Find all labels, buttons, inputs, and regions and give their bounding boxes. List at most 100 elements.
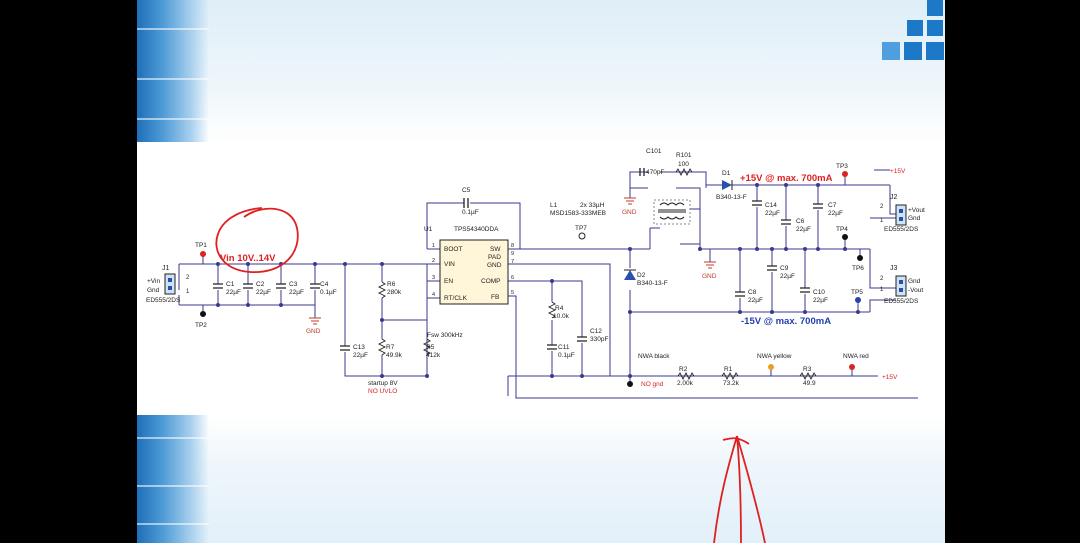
ground-symbols — [309, 197, 716, 325]
gnd-label: GND — [702, 273, 717, 280]
startup-note: startup 8V — [368, 380, 398, 387]
connector-j2[interactable]: J2 2 1 +Vout Gnd ED555/2DS — [880, 194, 925, 233]
r2-ref: R2 — [679, 366, 688, 373]
no-gnd-note: NO gnd — [641, 381, 664, 388]
tp4-label: TP4 — [836, 226, 848, 233]
c2-value: 22µF — [256, 289, 271, 296]
connector-j1[interactable]: J1 2 1 +Vin Gnd ED555/2DS — [146, 265, 190, 304]
left-accent-stripe-bottom — [137, 415, 209, 543]
c12-ref: C12 — [590, 328, 602, 335]
c5-ref: C5 — [462, 187, 471, 194]
c13-value: 22µF — [353, 352, 368, 359]
l1-value: 2x 33µH — [580, 202, 605, 209]
r1-ref: R1 — [724, 366, 733, 373]
c4-value: 0.1µF — [320, 289, 337, 296]
r3-value: 49.9 — [803, 380, 816, 387]
tp1-label: TP1 — [195, 242, 207, 249]
j3-label-top: Gnd — [908, 278, 921, 285]
tp5-label: TP5 — [851, 289, 863, 296]
vin-range-note: Vin 10V..14V — [220, 253, 276, 264]
c2-ref: C2 — [256, 281, 265, 288]
j1-label-bot: Gnd — [147, 287, 160, 294]
r4-value: 10.0k — [553, 313, 570, 320]
ic-pin-num: 8 — [511, 243, 514, 249]
ic-pin-name: VIN — [444, 261, 455, 268]
ic-pin-name: RT/CLK — [444, 295, 468, 302]
d2-part: B340-13-F — [637, 280, 668, 287]
ic-part: TPS54340DDA — [454, 226, 499, 233]
c7-value: 22µF — [828, 210, 843, 217]
j2-pin-bot: 1 — [880, 218, 884, 224]
ic-pin-num: 9 — [511, 251, 514, 257]
r3-ref: R3 — [803, 366, 812, 373]
c10-value: 22µF — [813, 297, 828, 304]
left-accent-stripe — [137, 0, 209, 142]
slide-footer-band — [137, 415, 945, 543]
j2-label-bot: Gnd — [908, 215, 921, 222]
diode-d1 — [722, 180, 733, 190]
nwa-yellow-label: NWA yellow — [757, 353, 792, 360]
d2-ref: D2 — [637, 272, 646, 279]
nwa-black-label: NWA black — [638, 353, 670, 360]
resistor-symbols — [377, 167, 817, 381]
ic-pin-num: 4 — [432, 292, 435, 298]
rail-label-bottom: +15V — [882, 374, 898, 381]
c9-ref: C9 — [780, 265, 789, 272]
tp6-label: TP6 — [852, 265, 864, 272]
c6-value: 22µF — [796, 226, 811, 233]
ic-pin-name: COMP — [481, 278, 501, 285]
c12-value: 330pF — [590, 336, 608, 343]
ic-pin-name: PAD — [488, 254, 501, 261]
pos-output-note: +15V @ max. 700mA — [740, 173, 833, 184]
l1-part: MSD1583-333MEB — [550, 210, 606, 217]
ic-pin-num: 5 — [511, 290, 514, 296]
c8-value: 22µF — [748, 297, 763, 304]
slide-header-band — [137, 0, 945, 142]
c14-value: 22µF — [765, 210, 780, 217]
capacitor-symbols — [213, 168, 823, 351]
j1-pin-top: 2 — [186, 275, 190, 281]
c6-ref: C6 — [796, 218, 805, 225]
ic-pin-num: 7 — [511, 259, 514, 265]
r1-value: 73.2k — [723, 380, 740, 387]
c101-ref: C101 — [646, 148, 662, 155]
c1-ref: C1 — [226, 281, 235, 288]
j2-ref: J2 — [890, 194, 898, 201]
r4-ref: R4 — [555, 305, 564, 312]
hand-drawn-circle — [215, 207, 299, 273]
rail-label-top: +15V — [890, 168, 906, 175]
r6-ref: R6 — [387, 281, 396, 288]
schematic-panel: U1 TPS54340DDA 1 BOOT 2 VIN 3 EN 4 RT/CL… — [137, 142, 945, 415]
r7-ref: R7 — [386, 344, 395, 351]
r5-value: 412k — [426, 352, 441, 359]
c13-ref: C13 — [353, 344, 365, 351]
ic-pin-name: GND — [487, 262, 502, 269]
j1-label-top: +Vin — [147, 278, 160, 285]
presentation-slide: U1 TPS54340DDA 1 BOOT 2 VIN 3 EN 4 RT/CL… — [137, 0, 945, 543]
ic-pin-num: 2 — [432, 258, 435, 264]
ic-ref: U1 — [424, 226, 433, 233]
connector-j3[interactable]: J3 2 1 Gnd -Vout ED555/2DS — [880, 265, 923, 305]
no-uvlo-note: NO UVLO — [368, 388, 397, 395]
tp7-label: TP7 — [575, 225, 587, 232]
ic-tps54340 — [439, 239, 509, 305]
r2-value: 2.00k — [677, 380, 694, 387]
j3-pin-bot: 1 — [880, 287, 884, 293]
ic-pin-name: FB — [491, 294, 499, 301]
c10-ref: C10 — [813, 289, 825, 296]
ic-pin-num: 6 — [511, 275, 514, 281]
r101-ref: R101 — [676, 152, 692, 159]
gnd-label: GND — [306, 328, 321, 335]
c9-value: 22µF — [780, 273, 795, 280]
j3-ref: J3 — [890, 265, 898, 272]
c4-ref: C4 — [320, 281, 329, 288]
d1-ref: D1 — [722, 170, 731, 177]
c11-value: 0.1µF — [558, 352, 575, 359]
c11-ref: C11 — [558, 344, 570, 351]
c7-ref: C7 — [828, 202, 837, 209]
power-supply-schematic: U1 TPS54340DDA 1 BOOT 2 VIN 3 EN 4 RT/CL… — [146, 148, 925, 399]
r6-value: 280k — [387, 289, 402, 296]
c101-value: 470pF — [646, 169, 664, 176]
c14-ref: C14 — [765, 202, 777, 209]
tp2-label: TP2 — [195, 322, 207, 329]
